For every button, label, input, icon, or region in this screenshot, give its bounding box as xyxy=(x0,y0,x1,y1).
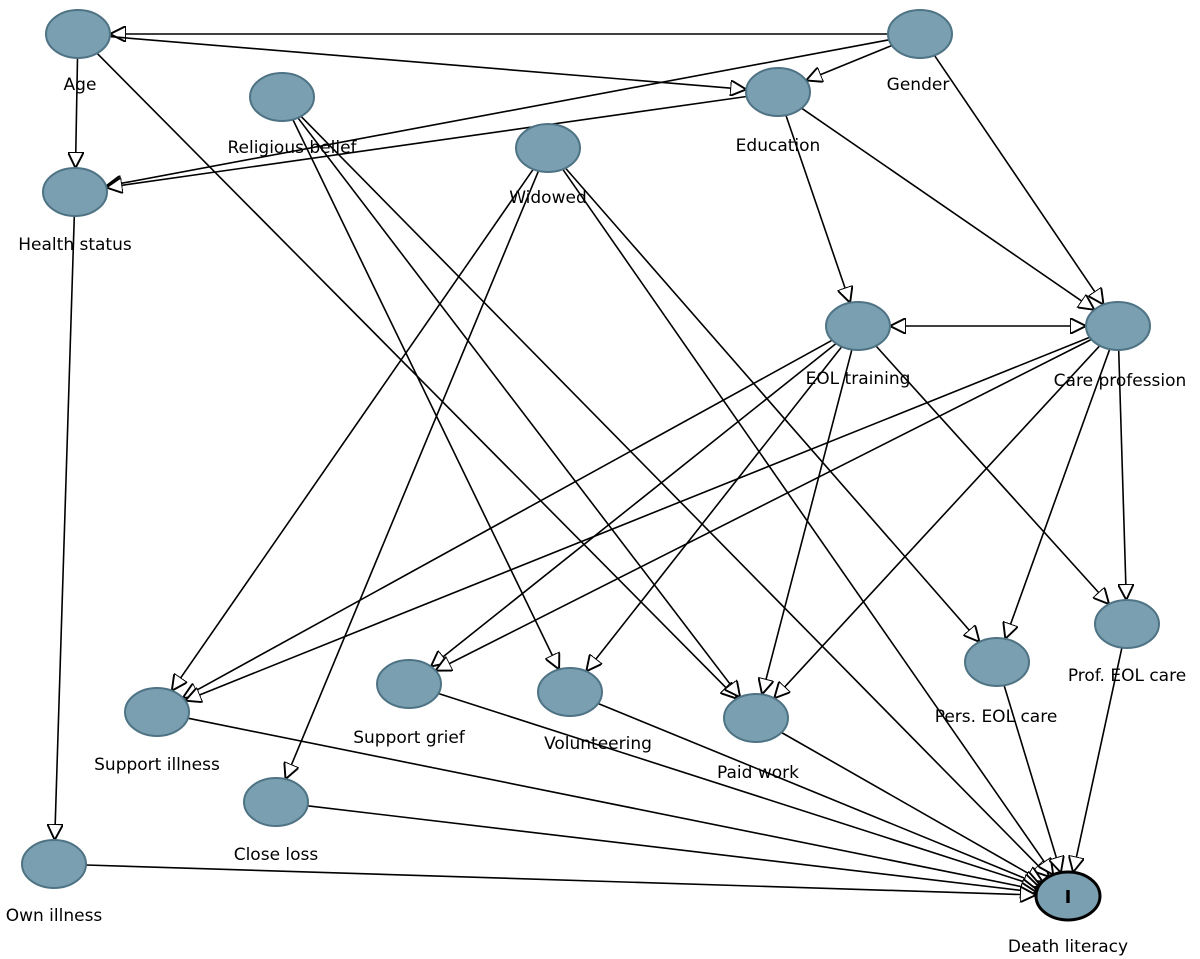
node-volunteering: Volunteering xyxy=(537,667,652,754)
edge-prof-eol-to-death-literacy xyxy=(1073,647,1123,873)
edge-gender-to-care-prof xyxy=(933,54,1104,304)
node-age-label: Age xyxy=(64,75,97,95)
node-religious-label: Religious belief xyxy=(227,138,357,158)
node-gender-ellipse xyxy=(887,9,953,59)
edge-health-to-own-illness xyxy=(55,215,76,840)
node-widowed: Widowed xyxy=(509,123,587,208)
edge-widowed-to-close-loss xyxy=(286,170,540,779)
edge-age-to-health xyxy=(76,57,78,168)
edge-care-prof-to-pers-eol xyxy=(1005,348,1111,639)
node-religious-ellipse xyxy=(249,72,315,122)
node-support-illness-label: Support illness xyxy=(94,755,220,775)
node-death-literacy: I Death literacy xyxy=(1008,870,1128,957)
node-volunteering-label: Volunteering xyxy=(544,734,652,754)
edge-paid-work-to-death-literacy xyxy=(781,731,1043,882)
node-close-loss: Close loss xyxy=(234,777,319,865)
node-eol-training-label: EOL training xyxy=(806,369,911,389)
node-care-prof-label: Care profession xyxy=(1054,371,1187,391)
edge-close-loss-to-death-literacy xyxy=(307,805,1037,892)
node-education: Education xyxy=(736,67,821,156)
node-care-prof-ellipse xyxy=(1085,301,1151,351)
node-health: Health status xyxy=(18,167,132,255)
edge-age-to-education xyxy=(109,35,746,90)
edge-care-prof-to-prof-eol xyxy=(1119,349,1127,600)
node-widowed-ellipse xyxy=(515,123,581,173)
edge-widowed-to-support-illness xyxy=(172,168,534,690)
node-paid-work: Paid work xyxy=(717,693,799,783)
node-prof-eol-ellipse xyxy=(1094,599,1160,649)
node-eol-training-ellipse xyxy=(825,301,891,351)
node-age-ellipse xyxy=(45,9,111,59)
edge-education-to-care-prof xyxy=(801,107,1095,310)
edge-eol-training-to-support-grief xyxy=(431,342,837,667)
edge-eol-training-to-paid-work xyxy=(762,349,853,695)
node-education-label: Education xyxy=(736,136,821,156)
node-care-prof: Care profession xyxy=(1054,301,1187,391)
edge-education-to-health xyxy=(106,95,747,188)
node-prof-eol: Prof. EOL care xyxy=(1068,599,1186,686)
edge-religious-to-volunteering xyxy=(292,119,559,670)
node-paid-work-label: Paid work xyxy=(717,763,799,783)
edge-own-illness-to-death-literacy xyxy=(85,864,1036,895)
node-death-literacy-ellipse xyxy=(1034,870,1102,922)
node-widowed-label: Widowed xyxy=(509,188,587,208)
node-support-grief: Support grief xyxy=(353,659,466,748)
node-support-illness-ellipse xyxy=(124,687,190,737)
edge-care-prof-to-support-grief xyxy=(436,338,1092,670)
node-gender-label: Gender xyxy=(887,75,950,95)
edge-religious-to-death-literacy xyxy=(300,115,1049,876)
node-gender: Gender xyxy=(887,9,953,95)
edge-education-to-eol-training xyxy=(785,114,850,303)
edge-eol-training-to-support-illness xyxy=(183,339,833,698)
edges-layer xyxy=(55,34,1127,895)
node-pers-eol-ellipse xyxy=(964,637,1030,687)
node-close-loss-label: Close loss xyxy=(234,845,319,865)
node-prof-eol-label: Prof. EOL care xyxy=(1068,666,1186,686)
node-volunteering-ellipse xyxy=(537,667,603,717)
node-eol-training: EOL training xyxy=(806,301,911,389)
node-own-illness: Own illness xyxy=(6,839,103,926)
edge-gender-to-health xyxy=(106,39,890,186)
node-health-ellipse xyxy=(42,167,108,217)
node-paid-work-ellipse xyxy=(723,693,789,743)
node-pers-eol: Pers. EOL care xyxy=(935,637,1058,727)
node-age: Age xyxy=(45,9,111,95)
node-pers-eol-label: Pers. EOL care xyxy=(935,707,1058,727)
edge-pers-eol-to-death-literacy xyxy=(1003,685,1061,872)
node-health-label: Health status xyxy=(18,235,132,255)
node-education-ellipse xyxy=(745,67,811,117)
node-religious: Religious belief xyxy=(227,72,358,158)
edge-care-prof-to-paid-work xyxy=(774,345,1101,699)
node-support-grief-ellipse xyxy=(376,659,442,709)
node-support-illness: Support illness xyxy=(94,687,220,775)
edge-support-illness-to-death-literacy xyxy=(187,717,1037,890)
edge-volunteering-to-death-literacy xyxy=(597,702,1040,885)
node-own-illness-label: Own illness xyxy=(6,906,103,926)
node-support-grief-label: Support grief xyxy=(353,728,466,748)
node-death-literacy-label: Death literacy xyxy=(1008,937,1128,957)
edge-eol-training-to-volunteering xyxy=(586,346,843,672)
edge-religious-to-paid-work xyxy=(297,117,740,697)
node-own-illness-ellipse xyxy=(21,839,87,889)
edge-gender-to-education xyxy=(806,44,893,81)
edge-care-prof-to-support-illness xyxy=(185,336,1091,700)
edge-widowed-to-death-literacy xyxy=(562,168,1053,874)
edge-support-grief-to-death-literacy xyxy=(438,692,1038,887)
edge-widowed-to-pers-eol xyxy=(564,167,980,642)
node-close-loss-ellipse xyxy=(243,777,309,827)
node-death-literacy-mark: I xyxy=(1065,887,1072,908)
edge-eol-training-to-prof-eol xyxy=(875,345,1109,604)
